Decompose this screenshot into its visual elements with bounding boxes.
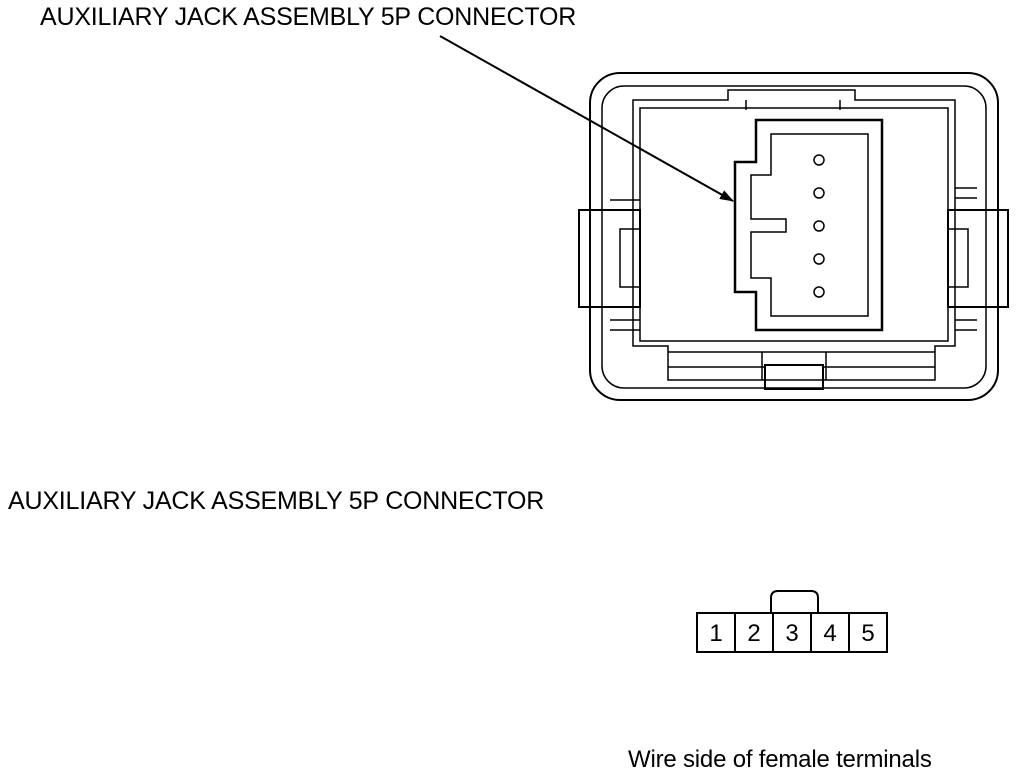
pin-number-5: 5 [861,620,874,647]
pin-number-1: 1 [709,620,722,647]
key-tab [770,590,819,613]
connector-terminal-title: AUXILIARY JACK ASSEMBLY 5P CONNECTOR [8,487,545,515]
terminal-strip: 1 2 3 4 5 [696,590,888,653]
connector-callout-label: AUXILIARY JACK ASSEMBLY 5P CONNECTOR [40,3,577,31]
callout-arrow [439,35,734,202]
pin-number-3: 3 [785,620,798,647]
pin-number-2: 2 [747,620,760,647]
terminal-view-caption: Wire side of female terminals [628,746,932,773]
connector-housing [578,72,1009,401]
pin-number-4: 4 [823,620,836,647]
